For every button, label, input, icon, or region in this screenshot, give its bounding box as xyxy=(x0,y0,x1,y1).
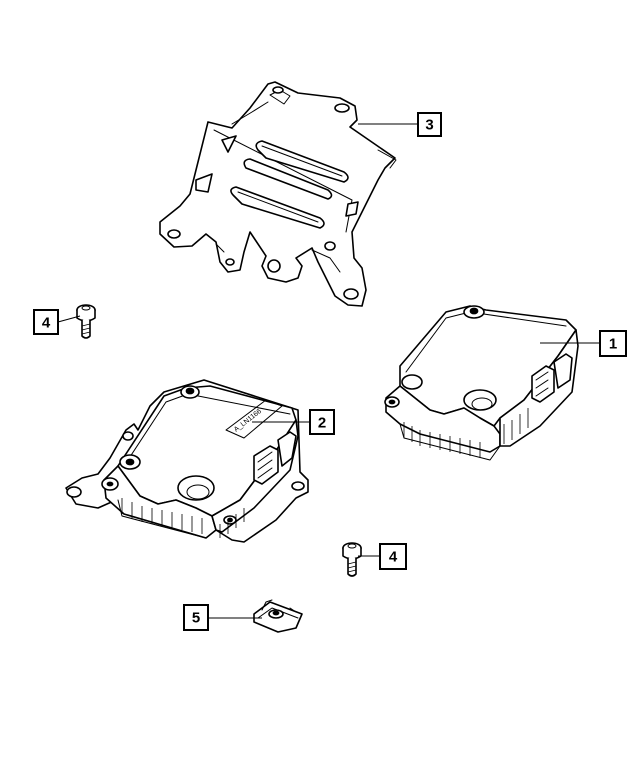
callout-2-label: 2 xyxy=(318,415,326,432)
callout-4-left: 4 xyxy=(33,309,59,335)
nut-clip xyxy=(253,599,303,633)
callout-4-right-label: 4 xyxy=(389,549,398,566)
bolt-right xyxy=(342,542,362,577)
module-left-with-bracket: A_LN1166 xyxy=(65,379,309,543)
callout-1: 1 xyxy=(599,330,627,357)
bolt-left xyxy=(76,304,96,339)
callout-5-label: 5 xyxy=(192,610,200,627)
mounting-bracket xyxy=(159,81,397,307)
callout-4-right: 4 xyxy=(379,543,407,570)
leader-4-left xyxy=(57,315,81,323)
callout-4-left-label: 4 xyxy=(42,315,51,332)
module-right xyxy=(384,305,579,461)
callout-1-label: 1 xyxy=(609,336,617,353)
callout-2: 2 xyxy=(309,409,335,435)
callout-3-label: 3 xyxy=(425,117,433,134)
callout-5: 5 xyxy=(183,604,209,631)
callout-3: 3 xyxy=(417,112,442,137)
